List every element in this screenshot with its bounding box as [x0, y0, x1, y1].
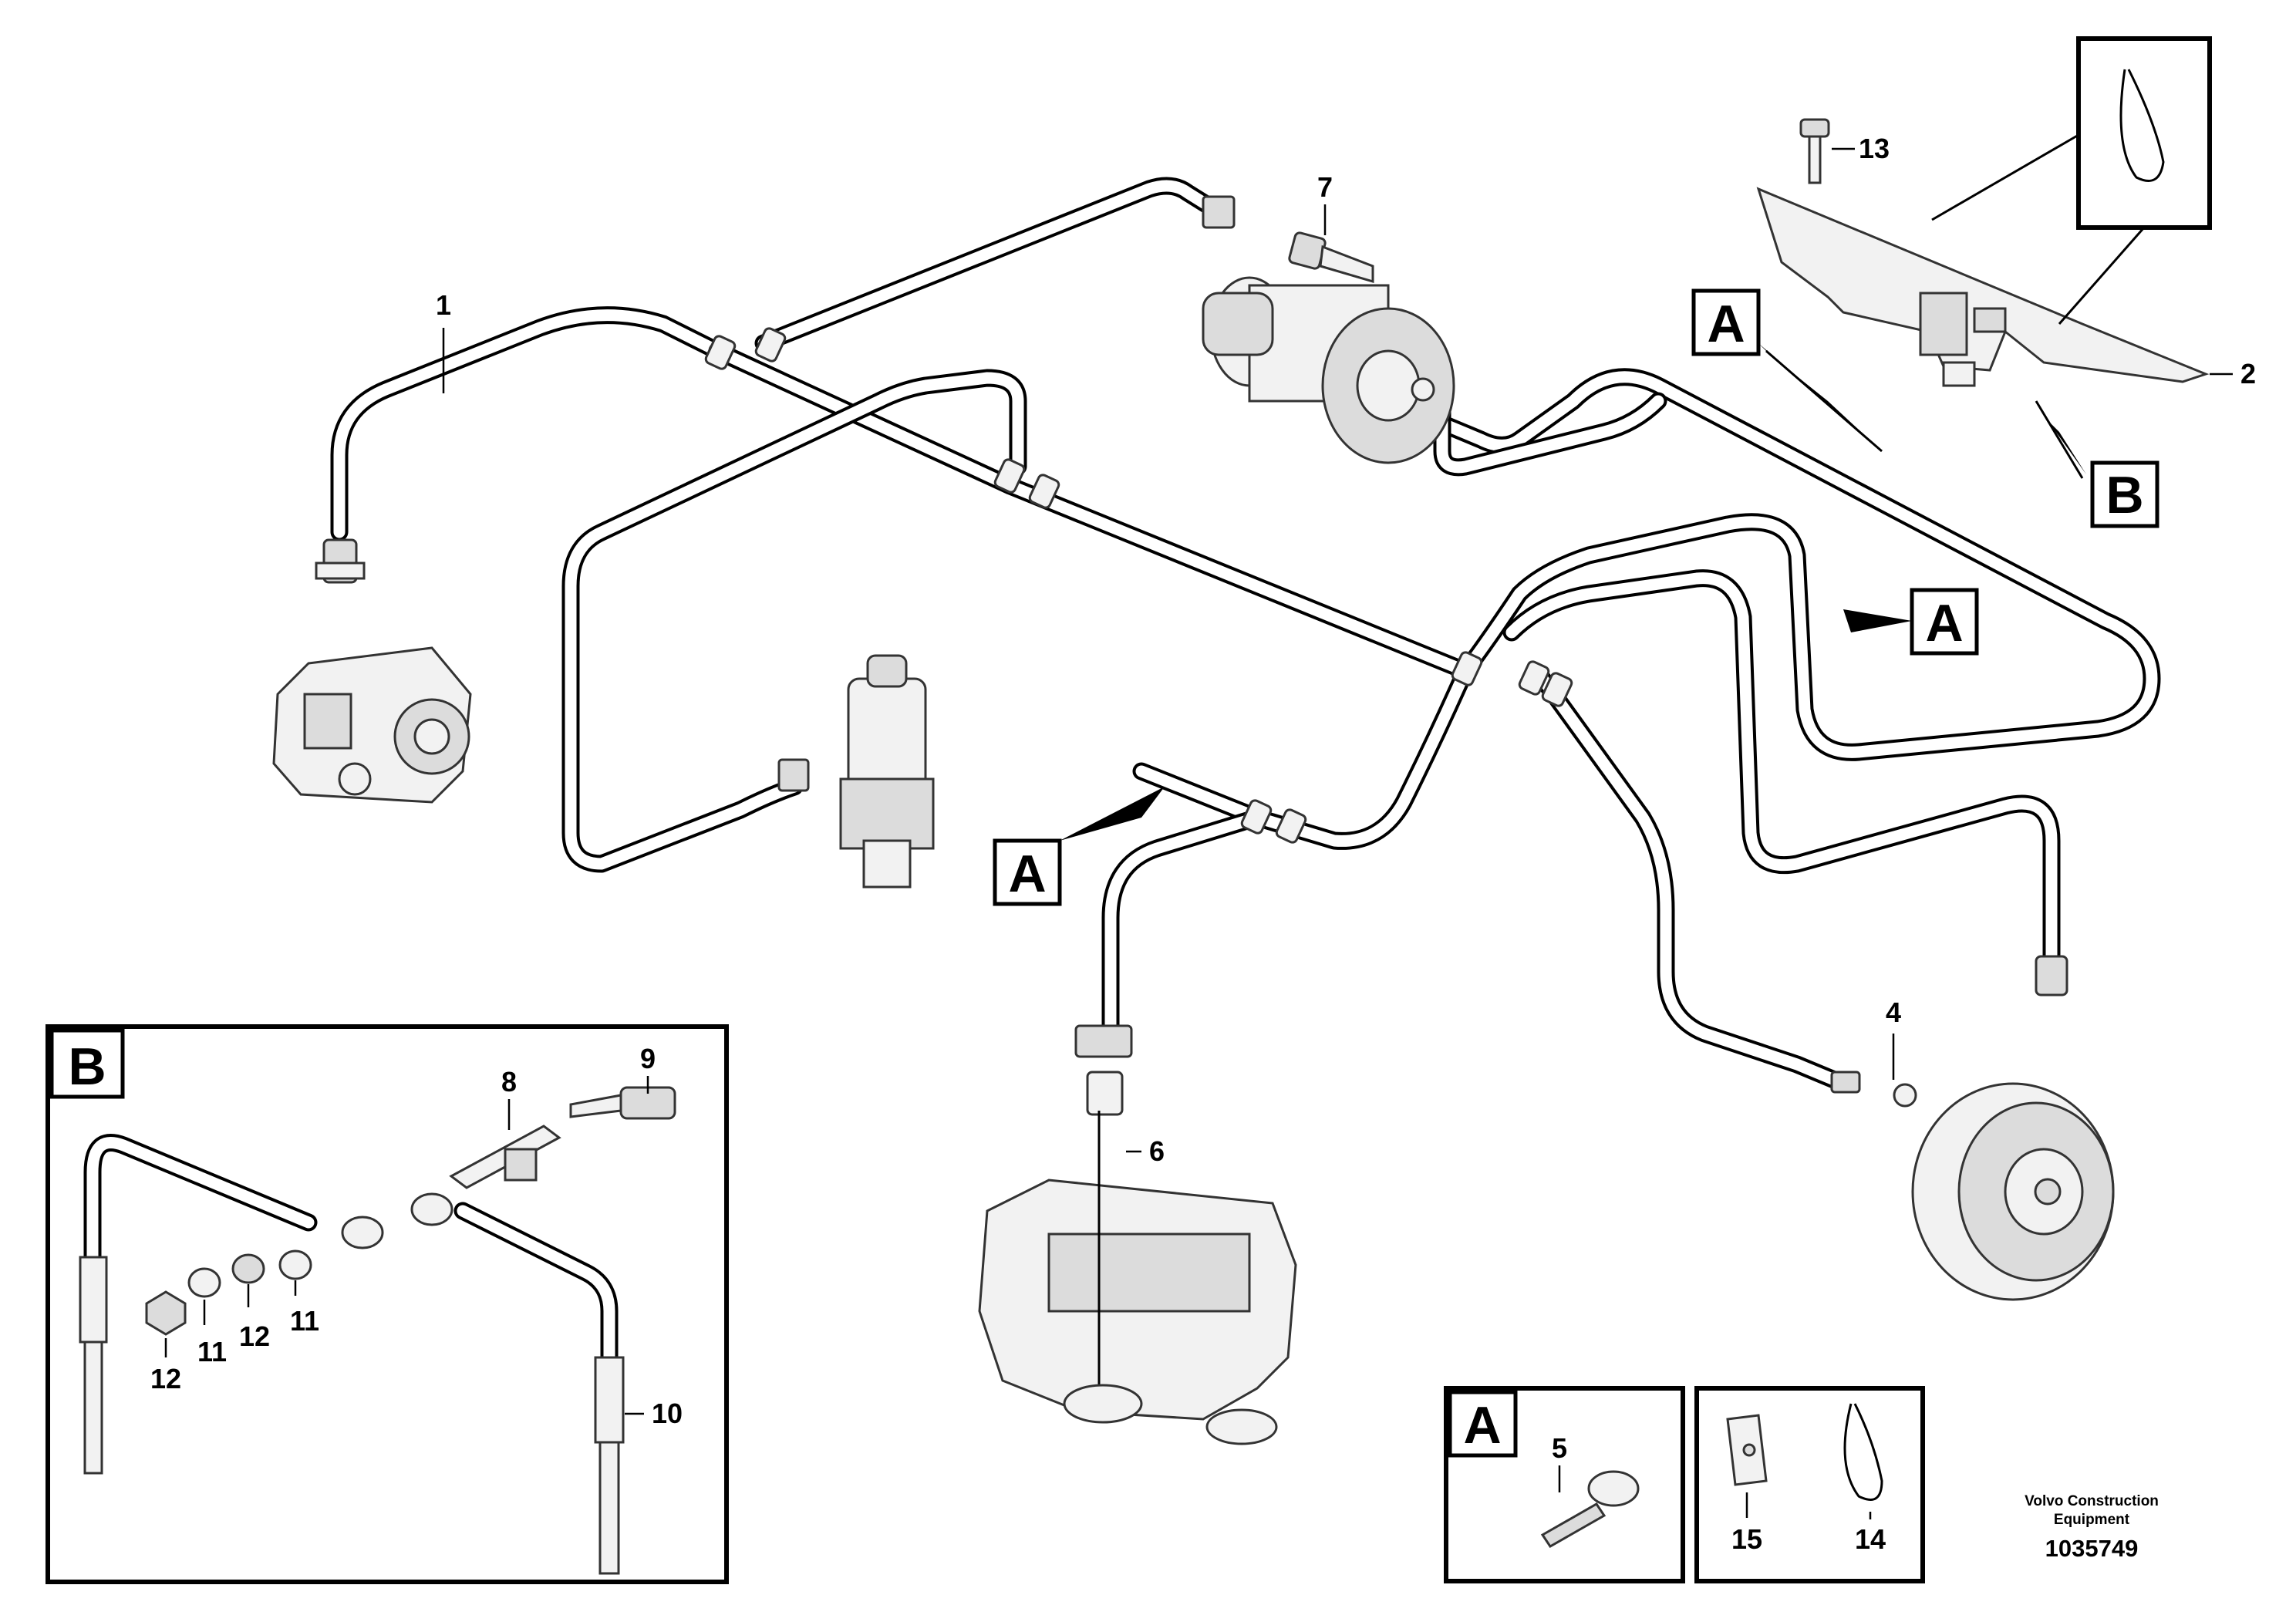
- view-marker-a-left: A: [993, 787, 1165, 906]
- callout-14: 14: [1855, 1523, 1886, 1555]
- cable-harness: [330, 177, 2161, 1093]
- svg-text:A: A: [1925, 594, 1963, 653]
- detail-b-label: B: [68, 1037, 106, 1096]
- callout-13: 13: [1859, 133, 1890, 164]
- drawing-footer: Volvo Construction Equipment 1035749: [2025, 1493, 2159, 1562]
- callout-12-right: 12: [239, 1320, 270, 1352]
- detail-a-frame: A 5: [1444, 1386, 1685, 1583]
- starter-motor: [1202, 195, 1455, 464]
- callout-6: 6: [1149, 1135, 1165, 1167]
- callout-10: 10: [652, 1398, 683, 1429]
- callout-12-left: 12: [150, 1363, 181, 1394]
- callout-9: 9: [640, 1043, 656, 1074]
- fuel-pump: [272, 538, 472, 804]
- callout-2: 2: [2240, 358, 2256, 389]
- detail-fasteners-frame: 15 14: [1694, 1386, 1925, 1583]
- sensor-7: [1288, 231, 1374, 284]
- callout-4: 4: [1886, 996, 1901, 1028]
- callout-1: 1: [436, 289, 451, 321]
- engine-block: [978, 1024, 1297, 1445]
- svg-text:A: A: [1008, 845, 1046, 903]
- svg-text:B: B: [2106, 466, 2143, 524]
- mounting-bracket: [1756, 187, 2210, 387]
- svg-text:A: A: [1707, 295, 1745, 353]
- view-marker-b: B: [2035, 400, 2159, 528]
- detail-a-label: A: [1463, 1396, 1501, 1455]
- manufacturer-line-2: Equipment: [2054, 1512, 2130, 1528]
- drawing-number: 1035749: [2045, 1535, 2139, 1562]
- view-marker-a-top: A: [1691, 288, 1883, 453]
- harness-connector: [2035, 955, 2068, 996]
- callout-8: 8: [501, 1066, 517, 1098]
- view-marker-a-right: A: [1843, 588, 1979, 656]
- detail-tie-inset: [1931, 36, 2212, 325]
- shutoff-solenoid: [777, 654, 935, 889]
- manufacturer-line-1: Volvo Construction: [2025, 1493, 2159, 1509]
- callout-7: 7: [1317, 171, 1333, 203]
- bolt-13: [1799, 118, 1830, 184]
- callout-11-right: 11: [290, 1305, 319, 1337]
- alternator: [1830, 1071, 2115, 1301]
- callout-11-left: 11: [197, 1336, 227, 1367]
- detail-b-frame: B 8 9 10 12 11 12: [46, 1024, 729, 1584]
- callout-5: 5: [1552, 1432, 1567, 1464]
- callout-15: 15: [1731, 1523, 1762, 1555]
